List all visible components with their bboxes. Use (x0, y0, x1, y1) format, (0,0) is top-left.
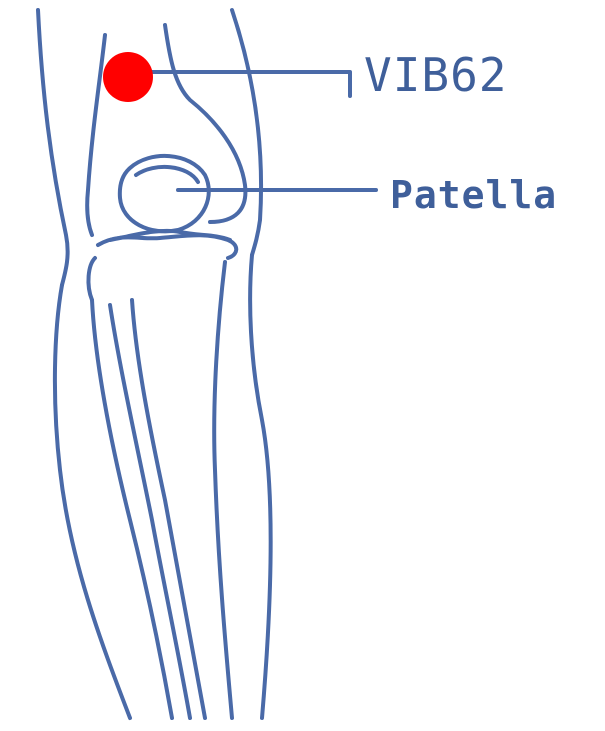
tibia-shaft-left (132, 300, 205, 718)
thigh-outline-right (232, 10, 261, 255)
vib62-label: VIB62 (364, 52, 507, 98)
fibula-head (88, 258, 95, 300)
patella-inner (136, 167, 198, 182)
thigh-inner-line-right (165, 25, 245, 222)
thigh-outline-left (38, 10, 68, 285)
patella-label: Patella (390, 176, 557, 214)
vib62-point-marker (103, 52, 153, 102)
tibia-shaft-right (214, 262, 232, 718)
tibial-plateau (98, 235, 236, 258)
thigh-inner-line (87, 35, 105, 235)
fibula-shaft-inner (110, 305, 190, 718)
fibula-shaft (92, 300, 172, 718)
shin-outline-right (250, 255, 271, 718)
